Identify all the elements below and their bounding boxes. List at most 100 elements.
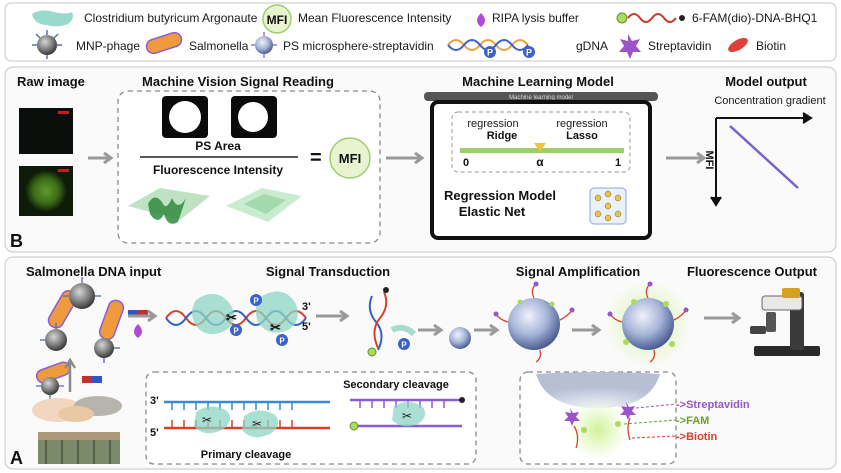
magnet-icon-2: [128, 310, 148, 317]
small-ps-bead: [449, 327, 471, 349]
secondary-cleavage-strands: ✂: [349, 397, 465, 431]
alpha-marker: [534, 143, 546, 152]
cleavage-end-3: 3': [150, 395, 159, 407]
mfi-legend-badge: MFI: [267, 13, 288, 27]
output-axes: [710, 112, 813, 207]
mfi-result: MFI: [339, 151, 361, 166]
bead-surface-half: [536, 372, 660, 408]
lasso-sub-label: regression: [556, 118, 607, 130]
arrow-up-input: [63, 357, 77, 392]
mfi-legend-label: Mean Fluorescence Intensity: [298, 11, 451, 25]
ridge-label: Ridge: [487, 130, 518, 142]
alpha-scale-box: [451, 111, 631, 173]
cleavage-end-5: 5': [150, 427, 159, 439]
ripa-legend-icon: [477, 13, 485, 27]
alpha-scale-right: 1: [615, 157, 621, 169]
svg-text:✂: ✂: [402, 409, 412, 423]
laptop-hinge: [424, 92, 658, 101]
gdna-legend-label: gDNA: [576, 39, 608, 53]
ml-model-title: Machine Learning Model: [462, 74, 614, 89]
raw-image-dark: [19, 108, 73, 154]
zoom-label-fam: ->FAM: [676, 415, 709, 427]
arrow-probe-to-bead: [418, 323, 444, 337]
zoom-label-biotin: ->Biotin: [676, 431, 718, 443]
panel-a: A Salmonella DNA input Signal Transducti…: [4, 256, 837, 470]
food-sample-image: [32, 396, 122, 422]
model-output-title: Model output: [725, 74, 807, 89]
cleavage-zoom-box: [145, 371, 477, 465]
amplified-bead-2-glow: [604, 280, 692, 368]
mfi-legend-icon: [262, 4, 292, 34]
mfi-circle: [329, 137, 371, 179]
transduction-p-3: P: [253, 297, 259, 306]
transduction-end-3: 3': [302, 301, 311, 313]
alpha-scale-left: 0: [463, 157, 469, 169]
transduction-p-2: P: [279, 337, 285, 346]
salmonella-legend-label: Salmonella: [189, 39, 249, 53]
zoom-streptavidin-icon-2: [620, 402, 636, 420]
output-subtitle: Concentration gradient: [714, 95, 825, 107]
argonaute-complex-2: [255, 291, 298, 333]
secondary-cleavage-label: Secondary cleavage: [343, 379, 449, 391]
probe-legend-icon: [616, 12, 685, 24]
zoom-label-streptavidin: ->Streptavidin: [676, 399, 750, 411]
argonaute-legend-label: Clostridium butyricum Argonaute: [84, 11, 258, 25]
output-trend-line: [729, 125, 799, 189]
mnp-phage-legend-icon: [32, 30, 62, 59]
alpha-scale-mid: α: [536, 155, 544, 169]
primary-cleavage-label: Primary cleavage: [201, 449, 292, 461]
ripa-legend-label: RIPA lysis buffer: [492, 11, 579, 25]
ripa-drop-icon: [134, 324, 142, 338]
equals-sign: =: [310, 147, 322, 169]
fluor-output-title: Fluorescence Output: [687, 264, 818, 279]
arrow-amp-to-output: [704, 311, 742, 325]
probe-p: P: [401, 341, 407, 350]
salmonella-legend-icon: [145, 31, 183, 55]
arrow-amp-1-to-2: [572, 323, 602, 337]
biotin-legend-label: Biotin: [756, 39, 786, 53]
arrow-ml-to-output: [666, 151, 707, 165]
scissors-icon-2: ✂: [270, 320, 281, 335]
alpha-scale-bar: [460, 148, 624, 153]
scissors-icon: ✂: [226, 310, 237, 325]
panel-a-letter: A: [10, 448, 23, 468]
surface-plot-1: [128, 188, 210, 224]
amplification-title: Signal Amplification: [516, 264, 641, 279]
gdna-legend-icon: P P: [447, 39, 535, 58]
ps-area-label: PS Area: [195, 139, 241, 153]
gdna-p-badge-1: P: [487, 48, 493, 58]
arrow-raw-to-reading: [88, 151, 114, 165]
arrow-reading-to-ml: [386, 151, 425, 165]
surface-plot-2: [226, 188, 302, 222]
amplified-bead-1: [493, 281, 575, 363]
panel-b: B Raw image Machine Vision Signal Readin…: [4, 66, 837, 253]
zoom-streptavidin-icon: [564, 408, 580, 426]
signal-reading-title: Machine Vision Signal Reading: [142, 74, 334, 89]
gdna-p-badge-2: P: [526, 48, 532, 58]
warehouse-image: [38, 432, 120, 464]
mnp-phage-legend-label: MNP-phage: [76, 39, 140, 53]
arrow-input-to-transduction: [128, 309, 158, 323]
transduction-title: Signal Transduction: [266, 264, 390, 279]
probe-legend-label: 6-FAM(dio)-DNA-BHQ1: [692, 11, 818, 25]
magnet-icon-1: [82, 376, 102, 383]
biotin-legend-icon: [728, 38, 748, 52]
ridge-sub-label: regression: [467, 118, 518, 130]
ps-bead-legend-icon: [251, 32, 277, 58]
transduction-p-1: P: [233, 327, 239, 336]
svg-text:✂: ✂: [202, 413, 212, 427]
elastic-net-line2: Regression Model: [444, 188, 556, 203]
elastic-net-line1: Elastic Net: [459, 204, 526, 219]
argonaute-legend-icon: [32, 10, 73, 27]
ps-bead-legend-label: PS microsphere-streptavidin: [283, 39, 434, 53]
neural-net-icon: [589, 187, 627, 225]
arrow-transduction-to-probe: [316, 309, 350, 323]
output-ylabel: MFI: [703, 151, 715, 170]
dna-input-title: Salmonella DNA input: [26, 264, 162, 279]
fluorescence-intensity-label: Fluorescence Intensity: [153, 163, 283, 177]
argonaute-complex-1: [192, 293, 235, 335]
legend: Clostridium butyricum Argonaute MFI Mean…: [4, 2, 837, 62]
laptop-caption: Machine learning model: [509, 95, 573, 101]
mnp-phage-cluster: [40, 277, 125, 363]
